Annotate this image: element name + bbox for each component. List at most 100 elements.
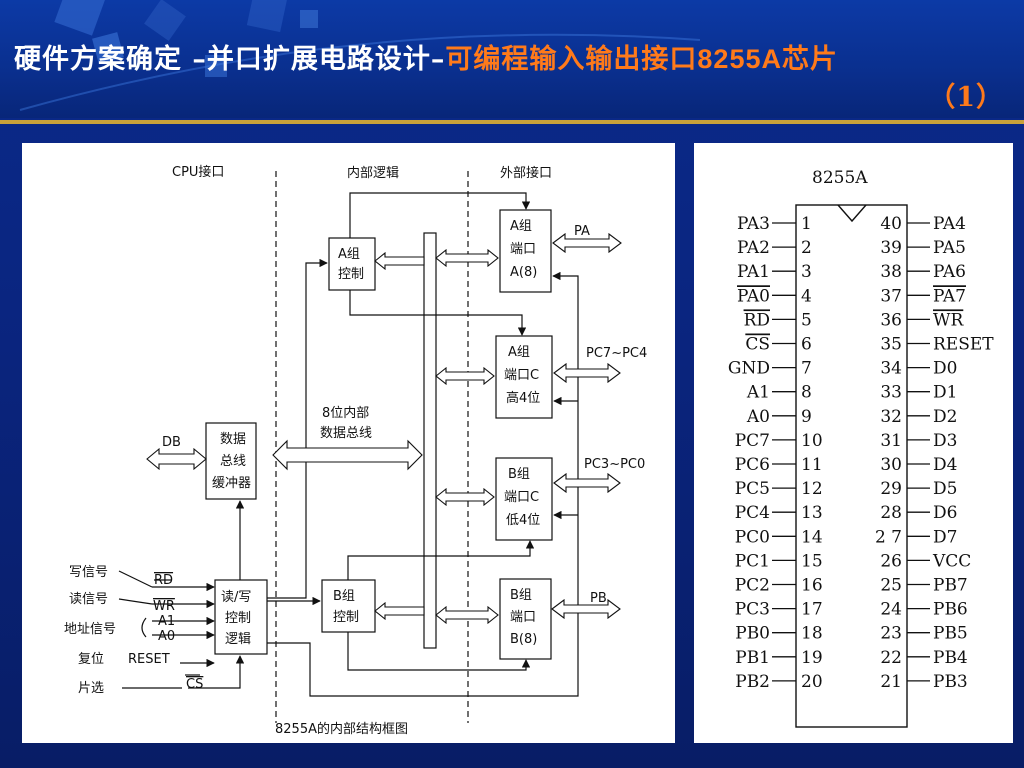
pin-name-left: PC1 bbox=[735, 551, 770, 571]
pin-name-left: RD bbox=[744, 310, 770, 330]
a-ctrl-l1: A组 bbox=[338, 247, 360, 262]
pin-number-right: 29 bbox=[880, 479, 902, 499]
pin-name-right: D3 bbox=[933, 431, 957, 451]
pin-name-right: VCC bbox=[932, 551, 971, 571]
pin-name-right: D7 bbox=[933, 527, 957, 547]
pin-number-right: 38 bbox=[880, 262, 902, 282]
pin-number-left: 17 bbox=[801, 600, 823, 620]
pin-name-right: D6 bbox=[933, 503, 957, 523]
pin-number-right: 2 7 bbox=[875, 527, 902, 547]
pin-name-right: D0 bbox=[933, 359, 957, 379]
pin-number-left: 19 bbox=[801, 648, 823, 668]
chip-body bbox=[795, 204, 908, 728]
pin-number-right: 40 bbox=[880, 214, 902, 234]
title-chip: 8255A bbox=[697, 44, 782, 74]
label-pc-hi: PC7~PC4 bbox=[586, 346, 647, 361]
pin-name-right: PA5 bbox=[933, 238, 966, 258]
label-bus-1: 8位内部 bbox=[322, 405, 369, 421]
pin-number-right: 35 bbox=[880, 335, 902, 355]
label-pb: PB bbox=[590, 591, 607, 606]
pin-name-left: GND bbox=[728, 359, 770, 379]
port-b-l1: B组 bbox=[510, 588, 532, 603]
pin-name-right: PB7 bbox=[933, 576, 968, 596]
port-cl-l3: 低4位 bbox=[506, 513, 540, 528]
pin-number-left: 11 bbox=[801, 455, 823, 475]
decorative-squares bbox=[19, 0, 701, 111]
slide-title: 硬件方案确定 –并口扩展电路设计–可编程输入输出接口8255A芯片 （1） bbox=[14, 40, 1014, 117]
port-a-l3: A(8) bbox=[510, 265, 537, 280]
pin-number-left: 13 bbox=[801, 503, 823, 523]
pin-name-left: PC5 bbox=[735, 479, 770, 499]
pin-name-right: D5 bbox=[933, 479, 957, 499]
buffer-l3: 缓冲器 bbox=[212, 476, 251, 491]
pin-number-left: 10 bbox=[801, 431, 823, 451]
rw-l2: 控制 bbox=[225, 611, 251, 626]
label-db: DB bbox=[162, 435, 181, 450]
pin-number-left: 9 bbox=[801, 407, 812, 427]
title-white: 硬件方案确定 –并口扩展电路设计– bbox=[14, 44, 446, 75]
pin-name-left: PB2 bbox=[735, 672, 770, 692]
title-line2: （1） bbox=[928, 82, 1004, 113]
pin-name-left: PC3 bbox=[735, 600, 770, 620]
pin-number-right: 36 bbox=[880, 310, 902, 330]
title-tail: 芯片 bbox=[781, 44, 838, 75]
pin-name-left: PC6 bbox=[735, 455, 770, 475]
sig-cn-0: 写信号 bbox=[69, 565, 108, 580]
label-bus-2: 数据总线 bbox=[320, 426, 372, 441]
pin-name-right: WR bbox=[933, 310, 964, 330]
pin-name-left: PA3 bbox=[737, 214, 770, 234]
title-rule bbox=[0, 120, 1024, 124]
pin-name-left: A0 bbox=[746, 407, 770, 427]
port-b-l3: B(8) bbox=[510, 632, 537, 647]
title-orange: 可编程输入输出接口 bbox=[445, 44, 698, 75]
sig-3: A0 bbox=[158, 629, 175, 644]
label-internal-section: 内部逻辑 bbox=[347, 165, 399, 181]
pin-number-left: 18 bbox=[801, 624, 823, 644]
pin-number-right: 37 bbox=[880, 286, 902, 306]
pin-number-left: 15 bbox=[801, 551, 823, 571]
port-ch-l3: 高4位 bbox=[506, 390, 540, 406]
pin-name-left: PB0 bbox=[735, 624, 770, 644]
pin-name-right: PB3 bbox=[933, 672, 968, 692]
pin-number-right: 23 bbox=[880, 624, 902, 644]
pin-number-right: 31 bbox=[880, 431, 902, 451]
pin-number-right: 28 bbox=[880, 503, 902, 523]
pin-name-left: PC4 bbox=[735, 503, 770, 523]
b-ctrl-l2: 控制 bbox=[333, 610, 359, 625]
pin-name-right: D2 bbox=[933, 407, 957, 427]
port-cl-l1: B组 bbox=[508, 467, 530, 482]
pin-name-left: PA0 bbox=[737, 286, 770, 306]
sig-4: RESET bbox=[128, 652, 170, 667]
pin-name-right: PB4 bbox=[933, 648, 968, 668]
pin-name-left: CS bbox=[745, 335, 770, 355]
label-cpu-section: CPU接口 bbox=[172, 164, 224, 180]
port-b-l2: 端口 bbox=[510, 610, 536, 625]
buffer-l2: 总线 bbox=[220, 454, 246, 469]
pin-name-right: D4 bbox=[933, 455, 957, 475]
port-cl-l2: 端口C bbox=[504, 490, 539, 505]
chip-label: 8255A bbox=[812, 168, 868, 188]
sig-cn-5: 片选 bbox=[78, 681, 104, 696]
pin-name-left: PC0 bbox=[735, 527, 770, 547]
pin-number-left: 20 bbox=[801, 672, 823, 692]
diagram-caption: 8255A的内部结构框图 bbox=[275, 721, 408, 737]
pin-number-right: 24 bbox=[880, 600, 902, 620]
pin-name-right: PB6 bbox=[933, 600, 968, 620]
pin-number-right: 32 bbox=[880, 407, 902, 427]
pin-number-right: 26 bbox=[880, 551, 902, 571]
pin-name-right: PB5 bbox=[933, 624, 968, 644]
pin-name-left: PA2 bbox=[737, 238, 770, 258]
pin-number-right: 39 bbox=[880, 238, 902, 258]
sig-cn-2: 地址信号 bbox=[64, 622, 116, 637]
pin-name-right: PA7 bbox=[933, 286, 966, 306]
sig-1: WR bbox=[153, 599, 175, 614]
pin-number-left: 3 bbox=[801, 262, 812, 282]
port-a-l2: 端口 bbox=[510, 242, 536, 257]
pin-number-left: 2 bbox=[801, 238, 812, 258]
buffer-l1: 数据 bbox=[220, 432, 246, 447]
port-a-l1: A组 bbox=[510, 219, 532, 234]
slide-header: 硬件方案确定 –并口扩展电路设计–可编程输入输出接口8255A芯片 （1） bbox=[0, 0, 1024, 118]
pin-number-right: 22 bbox=[880, 648, 902, 668]
pin-number-right: 34 bbox=[880, 359, 902, 379]
